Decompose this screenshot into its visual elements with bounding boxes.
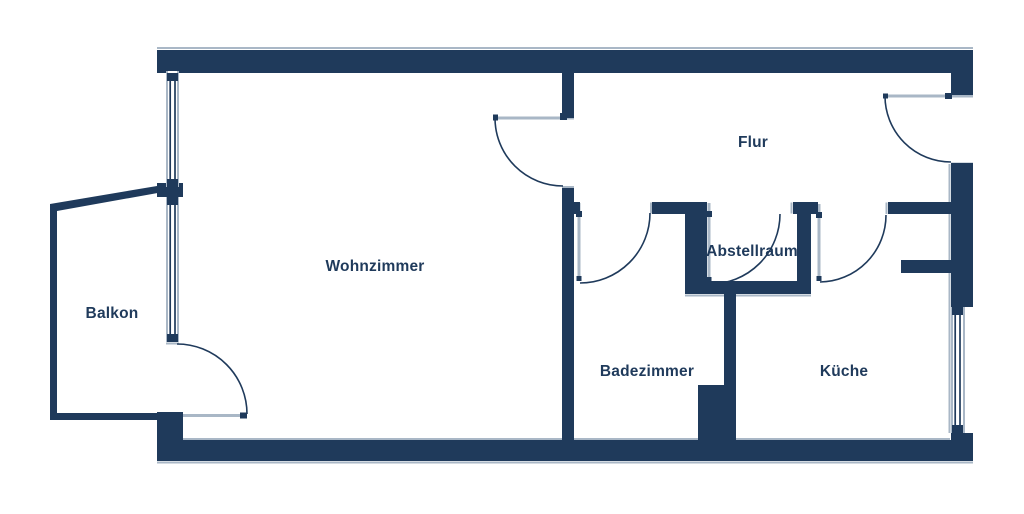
window-east-glass [951,307,965,433]
window-west-b-cap-top [167,197,178,205]
window-west-a-glazing [169,73,176,185]
window-east-glazing [954,309,961,431]
wall-balcony-left [50,204,57,420]
entrance-door-mark-free [883,93,888,99]
wall-right-mid [951,163,973,307]
kueche-door-mark-bottom [816,276,822,281]
window-west-a-cap-top [167,73,178,81]
wall-badezimmer-kueche-divider [724,294,736,386]
room-label-kueche: Küche [820,363,869,380]
balcony-door-mark-free [240,412,247,419]
wall-abstellraum-west [685,202,707,294]
wall-balcony-slant [50,184,166,211]
room-label-abstellraum: Abstellraum [706,243,798,260]
window-east-cap-bottom [952,425,963,433]
wall-abstellraum-bottom [685,281,811,294]
badezimmer-door-arc [579,212,651,284]
window-west-a-frame [166,71,179,187]
window-group [166,71,965,433]
wohnzimmer-door-mark-free [493,114,498,121]
room-label-group: Balkon Wohnzimmer Flur Abstellraum Badez… [86,134,869,380]
window-west-b-glazing [169,199,176,340]
wall-abstellraum-east [797,202,811,294]
wall-right-upper [951,50,973,95]
wall-flur-south-d [888,202,951,214]
window-east-frame [951,307,965,433]
kueche-door-mark-top [816,212,822,218]
window-west-b-frame [166,197,179,342]
badezimmer-door-mark-bottom [576,276,582,281]
room-label-flur: Flur [738,134,768,151]
wall-wohnzimmer-flur-stub [562,73,574,118]
kueche-door-arc [819,214,887,283]
window-east-caps [952,307,963,433]
wall-badezimmer-west [562,188,574,441]
window-west-a-cap-bottom [167,179,178,187]
wall-group [50,50,973,461]
wall-top [157,50,973,73]
window-west-b-cap-bottom [167,334,178,342]
abstellraum-door-mark-top [706,211,712,217]
abstellraum-door-mark-bottom [706,277,712,282]
wohnzimmer-door-mark-hinge [560,113,567,120]
wall-bottom [157,440,973,461]
room-label-wohnzimmer: Wohnzimmer [325,258,424,275]
window-west-b-caps [167,197,178,342]
wall-balcony-bottom [50,413,183,420]
wall-duct-block [698,385,736,441]
door-arc-group [176,95,952,415]
balcony-door-arc [176,343,248,415]
balcony-door-mark-hinge [171,412,178,419]
wall-badezimmer-door-nub [574,202,580,214]
entrance-door-arc [884,95,952,163]
wohnzimmer-door-arc [494,117,564,187]
window-east-cap-top [952,307,963,315]
entrance-door-mark-hinge [945,93,952,99]
door-mark-group [171,93,952,419]
window-west-a-caps [167,73,178,187]
room-label-badezimmer: Badezimmer [600,363,694,380]
wall-kueche-stub [901,260,951,273]
room-label-balkon: Balkon [86,305,139,322]
badezimmer-door-mark-top [576,211,582,217]
